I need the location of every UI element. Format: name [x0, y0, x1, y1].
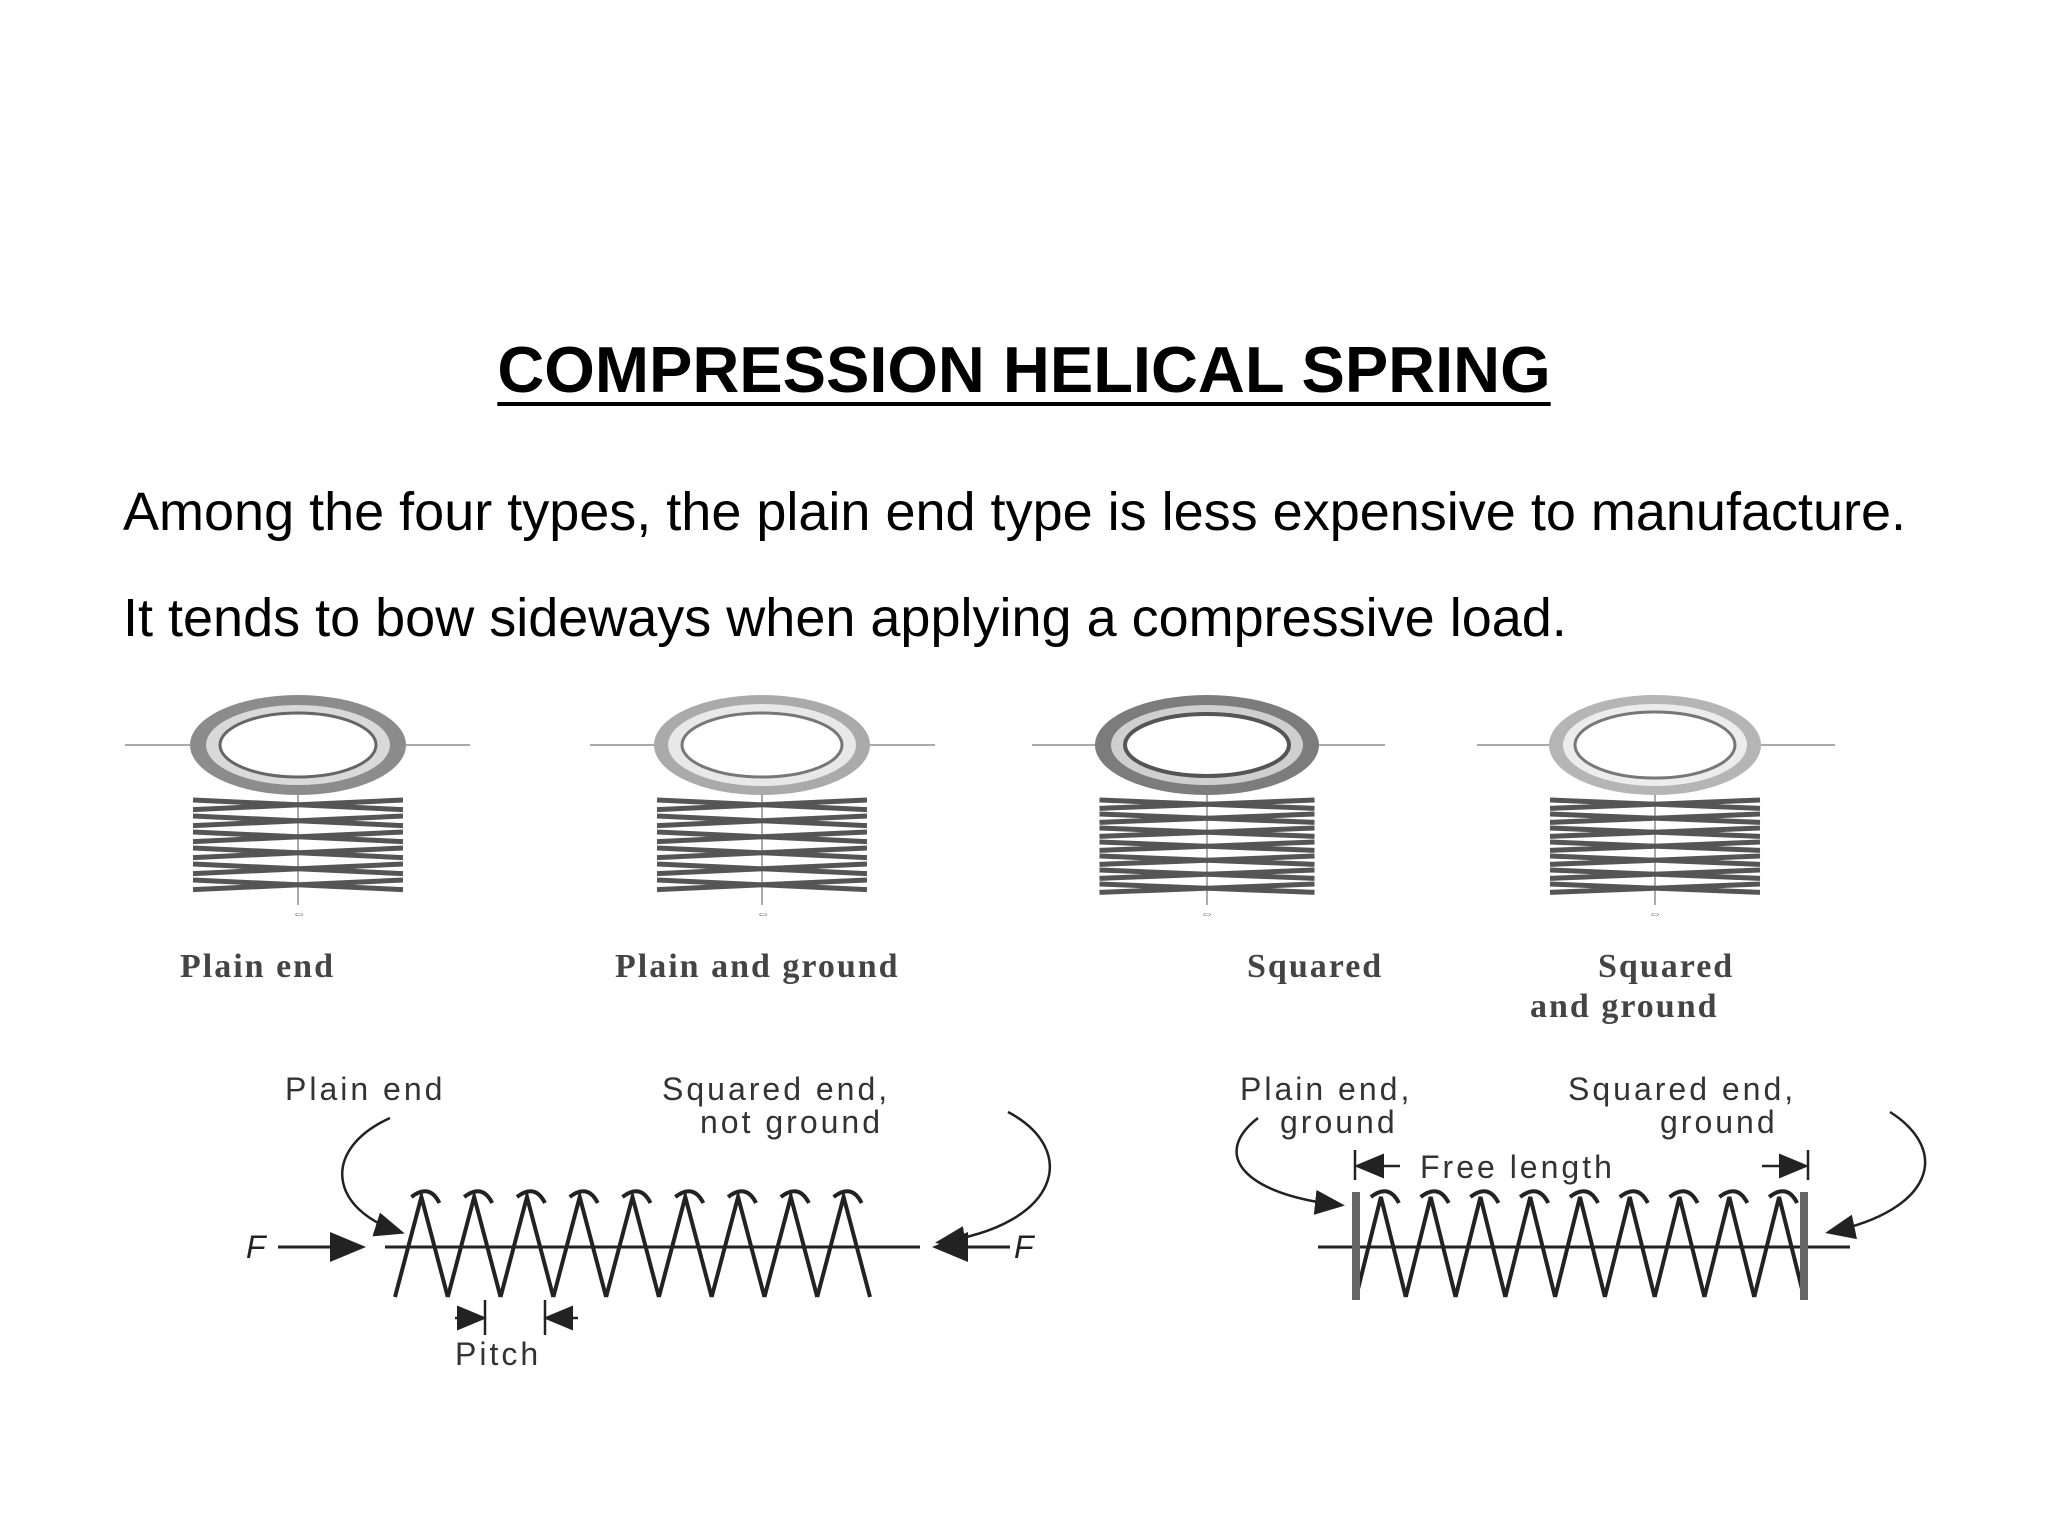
end-type-label-squared: Squared	[1247, 948, 1383, 985]
helix-crest	[1568, 1189, 1600, 1204]
helix-turn	[1403, 1196, 1458, 1298]
helix-crest	[1618, 1189, 1650, 1204]
coil-turn	[656, 829, 868, 845]
helix-turn	[762, 1189, 820, 1298]
helix-crest	[515, 1189, 547, 1204]
label-squared-end-not-ground-1: Squared end,	[662, 1071, 890, 1107]
helix-crest	[779, 1189, 811, 1204]
helix-turn	[656, 1189, 714, 1298]
helix-turn	[1602, 1196, 1657, 1298]
slide-title-text: COMPRESSION HELICAL SPRING	[497, 333, 1551, 406]
label-pitch: Pitch	[455, 1336, 541, 1372]
slide-title: COMPRESSION HELICAL SPRING	[0, 332, 2048, 408]
coil-turn	[192, 861, 404, 877]
coil-turn	[1099, 867, 1315, 881]
coil-turn	[1549, 867, 1761, 881]
coil-turn	[192, 829, 404, 845]
coil-turn	[192, 877, 404, 893]
helix-crest	[621, 1189, 653, 1204]
coil-turn	[656, 877, 868, 893]
helix-turn	[1752, 1196, 1806, 1298]
label-free-length: Free length	[1420, 1149, 1615, 1185]
helix-crest	[1369, 1189, 1401, 1204]
helix-turn	[1354, 1196, 1408, 1298]
coil-turn	[1099, 825, 1315, 839]
helix-crest	[726, 1189, 758, 1204]
helix-turn	[551, 1189, 609, 1298]
helix-crest	[462, 1189, 494, 1204]
coil-turn	[192, 797, 404, 813]
ring-view-squared-and-ground	[1549, 695, 1761, 795]
helix-crest	[410, 1189, 442, 1204]
coil-turn	[192, 813, 404, 829]
label-plain-end-ground-1: Plain end,	[1240, 1071, 1412, 1107]
svg-text:⇔: ⇔	[1200, 905, 1214, 921]
helix-turn	[604, 1189, 661, 1298]
spring-plain-ground-vs-squared-ground: Plain end, ground Squared end, ground Fr…	[1235, 1071, 1927, 1300]
helix-crest	[832, 1189, 864, 1204]
helix-turn	[1652, 1196, 1707, 1298]
ring-view-squared	[1095, 695, 1319, 795]
helix-crest	[1518, 1189, 1551, 1204]
helix-crest	[1668, 1189, 1700, 1204]
coil-turn	[656, 861, 868, 877]
ring-view-plain-end	[190, 695, 406, 795]
paragraph-line-1: Among the four types, the plain end type…	[123, 482, 1907, 542]
force-label-right: F	[1014, 1229, 1036, 1265]
svg-text:⇔: ⇔	[292, 905, 306, 921]
coil-turn	[1549, 825, 1761, 839]
helix-turn	[1453, 1196, 1508, 1298]
helix-turn	[445, 1189, 503, 1298]
helix-crest	[568, 1189, 600, 1204]
coil-turn	[1549, 839, 1761, 853]
coil-turn	[1099, 853, 1315, 867]
label-squared-end-not-ground-2: not ground	[700, 1104, 883, 1140]
coil-turn	[656, 845, 868, 861]
helix-crest	[674, 1189, 706, 1204]
label-plain-end: Plain end	[285, 1071, 445, 1107]
coil-turn	[1099, 797, 1315, 811]
end-type-label-plain-end: Plain end	[180, 948, 335, 985]
coil-turn	[1549, 881, 1761, 895]
helix-crest	[1767, 1189, 1799, 1204]
helix-turn	[1553, 1196, 1607, 1298]
coil-turn	[1549, 853, 1761, 867]
end-type-label-plain-and-ground: Plain and ground	[615, 948, 900, 985]
helix-crest	[1469, 1189, 1501, 1204]
force-label-left: F	[246, 1229, 268, 1265]
ring-view-plain-and-ground	[654, 695, 870, 795]
helix-turn	[1702, 1196, 1757, 1298]
helix-turn	[1503, 1196, 1558, 1298]
paragraph-line-2: It tends to bow sideways when applying a…	[123, 588, 1567, 648]
spring-plain-vs-squared-not-ground: Plain end Squared end, not ground F F Pi…	[246, 1071, 1051, 1372]
coil-turn	[1549, 797, 1761, 811]
coil-turn	[1099, 881, 1315, 895]
coil-turn	[656, 813, 868, 829]
coil-turn	[656, 797, 868, 813]
helix-turn	[498, 1189, 556, 1298]
coil-turn	[192, 845, 404, 861]
helix-turn	[709, 1189, 767, 1298]
helix-crest	[1718, 1189, 1750, 1204]
coil-turn	[1099, 839, 1315, 853]
label-squared-end-ground-1: Squared end,	[1568, 1071, 1796, 1107]
svg-text:⇔: ⇔	[1648, 905, 1662, 921]
helix-turn	[393, 1189, 450, 1298]
coil-turn	[1099, 811, 1315, 825]
svg-text:⇔: ⇔	[756, 905, 770, 921]
coil-turn	[1549, 811, 1761, 825]
end-type-label-squared-and-ground-1: Squared	[1598, 948, 1734, 985]
helix-turn	[815, 1189, 872, 1298]
label-plain-end-ground-2: ground	[1280, 1104, 1398, 1140]
label-squared-end-ground-2: ground	[1660, 1104, 1778, 1140]
end-type-label-squared-and-ground-2: and ground	[1530, 988, 1719, 1025]
helix-crest	[1419, 1189, 1451, 1204]
